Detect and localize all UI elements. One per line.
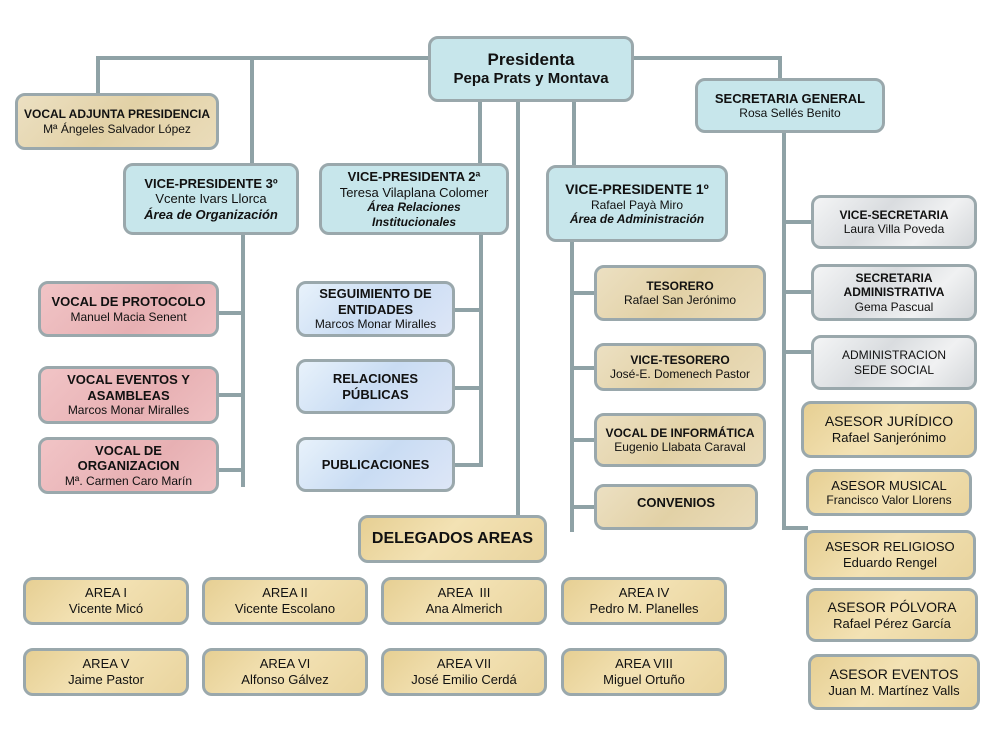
secretaria-general-title: SECRETARIA GENERAL	[714, 90, 866, 106]
vocal-eventos-box: VOCAL EVENTOS Y ASAMBLEAS Marcos Monar M…	[38, 366, 219, 424]
administracion-title: ADMINISTRACION	[841, 348, 946, 363]
vp1-area: Área de Administración	[569, 211, 705, 226]
asesor-name: Juan M. Martínez Valls	[828, 682, 960, 698]
vocal-organizacion-title: VOCAL DE ORGANIZACION	[77, 442, 180, 474]
vocal-adjunta-box: VOCAL ADJUNTA PRESIDENCIA Mª Ángeles Sal…	[15, 93, 219, 150]
tesorero-box: TESORERO Rafael San Jerónimo	[594, 265, 766, 321]
area-title: AREA VI	[259, 656, 311, 672]
vocal-informatica-box: VOCAL DE INFORMÁTICA Eugenio Llabata Car…	[594, 413, 766, 467]
asesor-box: ASESOR RELIGIOSO Eduardo Rengel	[804, 530, 976, 580]
vocal-protocolo-title: VOCAL DE PROTOCOLO	[51, 294, 206, 309]
area-box: AREA II Vicente Escolano	[202, 577, 368, 625]
vocal-protocolo-box: VOCAL DE PROTOCOLO Manuel Macia Senent	[38, 281, 219, 337]
area-title: AREA VII	[436, 656, 492, 672]
area-name: Jaime Pastor	[68, 672, 144, 687]
vice-president-1-box: VICE-PRESIDENTE 1º Rafael Payà Miro Área…	[546, 165, 728, 242]
asesor-title: ASESOR PÓLVORA	[827, 598, 957, 615]
area-name: Pedro M. Planelles	[589, 601, 699, 616]
vicetesorero-name: José-E. Domenech Pastor	[609, 367, 751, 381]
tesorero-name: Rafael San Jerónimo	[623, 293, 737, 307]
area-name: Miguel Ortuño	[603, 672, 685, 687]
delegados-box: DELEGADOS AREAS	[358, 515, 547, 563]
area-title: AREA III	[437, 585, 491, 601]
area-box: AREA V Jaime Pastor	[23, 648, 189, 696]
vocal-adjunta-name: Mª Ángeles Salvador López	[43, 121, 191, 136]
area-name: Ana Almerich	[425, 601, 503, 616]
asesor-name: Rafael Sanjerónimo	[831, 430, 947, 446]
area-box: AREA VI Alfonso Gálvez	[202, 648, 368, 696]
vocal-adjunta-title: VOCAL ADJUNTA PRESIDENCIA	[23, 107, 211, 122]
vicesecretaria-name: Laura Villa Poveda	[843, 222, 945, 236]
area-box: AREA I Vicente Micó	[23, 577, 189, 625]
asesor-name: Eduardo Rengel	[843, 555, 937, 570]
vp1-title: VICE-PRESIDENTE 1º	[565, 180, 709, 197]
secretaria-admin-name: Gema Pascual	[854, 299, 934, 314]
convenios-box: CONVENIOS	[594, 484, 758, 530]
relaciones-box: RELACIONES PÚBLICAS	[296, 359, 455, 414]
vp3-name: Vcente Ivars Llorca	[155, 191, 267, 207]
president-box: Presidenta Pepa Prats y Montava	[428, 36, 634, 102]
seguimiento-name: Marcos Monar Miralles	[314, 317, 437, 332]
asesor-name: Rafael Pérez García	[833, 615, 951, 631]
vice-president-3-box: VICE-PRESIDENTE 3º Vcente Ivars Llorca Á…	[123, 163, 299, 235]
vicetesorero-title: VICE-TESORERO	[630, 352, 730, 367]
delegados-title: DELEGADOS AREAS	[371, 530, 534, 548]
area-title: AREA II	[262, 585, 308, 601]
seguimiento-title: SEGUIMIENTO DE ENTIDADES	[319, 286, 432, 317]
vocal-organizacion-name: Mª. Carmen Caro Marín	[64, 473, 193, 488]
seguimiento-box: SEGUIMIENTO DE ENTIDADES Marcos Monar Mi…	[296, 281, 455, 337]
vicesecretaria-title: VICE-SECRETARIA	[839, 207, 949, 222]
area-box: AREA IV Pedro M. Planelles	[561, 577, 727, 625]
vice-president-2-box: VICE-PRESIDENTA 2ª Teresa Vilaplana Colo…	[319, 163, 509, 235]
president-title: Presidenta	[487, 49, 575, 69]
convenios-title: CONVENIOS	[636, 495, 715, 510]
asesor-name: Francisco Valor Llorens	[826, 493, 952, 508]
administracion-box: ADMINISTRACION SEDE SOCIAL	[811, 335, 977, 390]
area-name: José Emilio Cerdá	[411, 672, 517, 687]
vp2-area: Área Relaciones Institucionales	[367, 200, 461, 229]
vocal-eventos-title: VOCAL EVENTOS Y ASAMBLEAS	[67, 372, 190, 403]
area-title: AREA V	[82, 656, 130, 672]
area-name: Vicente Escolano	[234, 601, 336, 616]
administracion-name: SEDE SOCIAL	[853, 362, 935, 377]
secretaria-admin-title: SECRETARIA ADMINISTRATIVA	[843, 270, 945, 300]
area-title: AREA I	[85, 585, 127, 601]
vocal-organizacion-box: VOCAL DE ORGANIZACION Mª. Carmen Caro Ma…	[38, 437, 219, 494]
president-name: Pepa Prats y Montava	[453, 70, 609, 88]
area-box: AREA VIII Miguel Ortuño	[561, 648, 727, 696]
area-title: AREA VIII	[615, 656, 673, 672]
area-box: AREA III Ana Almerich	[381, 577, 547, 625]
asesor-title: ASESOR RELIGIOSO	[825, 539, 955, 555]
publicaciones-title: PUBLICACIONES	[321, 456, 430, 472]
tesorero-title: TESORERO	[646, 278, 714, 293]
relaciones-title: RELACIONES PÚBLICAS	[332, 370, 419, 402]
asesor-title: ASESOR JURÍDICO	[824, 413, 954, 430]
vp2-name: Teresa Vilaplana Colomer	[339, 184, 489, 200]
asesor-title: ASESOR EVENTOS	[829, 665, 959, 682]
vicetesorero-box: VICE-TESORERO José-E. Domenech Pastor	[594, 343, 766, 391]
area-title: AREA IV	[618, 585, 670, 601]
asesor-box: ASESOR JURÍDICO Rafael Sanjerónimo	[801, 401, 977, 458]
secretaria-general-box: SECRETARIA GENERAL Rosa Sellés Benito	[695, 78, 885, 133]
area-box: AREA VII José Emilio Cerdá	[381, 648, 547, 696]
vp3-title: VICE-PRESIDENTE 3º	[144, 175, 278, 191]
asesor-title: ASESOR MUSICAL	[831, 477, 947, 493]
vp2-title: VICE-PRESIDENTA 2ª	[347, 169, 481, 185]
asesor-box: ASESOR MUSICAL Francisco Valor Llorens	[806, 469, 972, 516]
area-name: Vicente Micó	[68, 601, 144, 616]
secretaria-admin-box: SECRETARIA ADMINISTRATIVA Gema Pascual	[811, 264, 977, 321]
vocal-informatica-title: VOCAL DE INFORMÁTICA	[605, 425, 755, 440]
secretaria-general-name: Rosa Sellés Benito	[739, 106, 841, 121]
vocal-eventos-name: Marcos Monar Miralles	[67, 403, 190, 418]
vicesecretaria-box: VICE-SECRETARIA Laura Villa Poveda	[811, 195, 977, 249]
asesor-box: ASESOR PÓLVORA Rafael Pérez García	[806, 588, 978, 642]
publicaciones-box: PUBLICACIONES	[296, 437, 455, 492]
vp1-name: Rafael Payà Miro	[590, 197, 684, 212]
vocal-informatica-name: Eugenio Llabata Caraval	[614, 440, 746, 454]
area-name: Alfonso Gálvez	[241, 672, 329, 687]
vp3-area: Área de Organización	[144, 206, 278, 222]
asesor-box: ASESOR EVENTOS Juan M. Martínez Valls	[808, 654, 980, 710]
vocal-protocolo-name: Manuel Macia Senent	[70, 309, 187, 324]
